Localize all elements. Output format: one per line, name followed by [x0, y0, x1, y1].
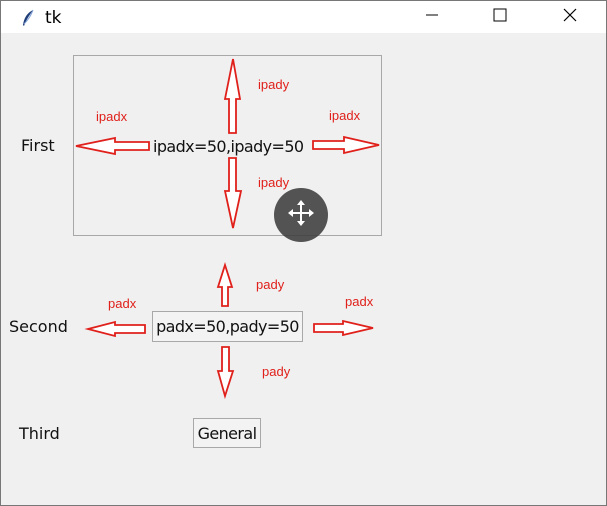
arrow-ipadx-left: [75, 136, 150, 156]
maximize-icon: [492, 7, 508, 27]
maximize-button[interactable]: [477, 1, 523, 33]
close-button[interactable]: [547, 1, 593, 33]
arrow-ipady-down: [223, 157, 243, 229]
arrow-pady-up: [216, 262, 234, 307]
arrow-ipady-up: [223, 58, 242, 134]
annotation-padx-right: padx: [345, 294, 374, 309]
general-button[interactable]: General: [193, 418, 261, 448]
minimize-icon: [424, 7, 440, 27]
move-icon: [286, 198, 316, 232]
feather-icon: [19, 8, 39, 28]
move-cursor: [274, 188, 328, 242]
pad-button[interactable]: padx=50,pady=50: [152, 311, 303, 342]
label-second: Second: [9, 317, 68, 336]
close-icon: [562, 7, 578, 27]
label-first: First: [21, 136, 55, 155]
annotation-ipady-bottom: ipady: [258, 175, 290, 190]
annotation-pady-top: pady: [256, 277, 285, 292]
arrow-padx-left: [84, 320, 146, 338]
label-third: Third: [19, 424, 60, 443]
arrow-pady-down: [216, 346, 235, 400]
annotation-ipadx-right: ipadx: [329, 108, 361, 123]
window-title: tk: [45, 8, 62, 28]
ipad-button-label: ipadx=50,ipady=50: [153, 137, 304, 156]
title-bar[interactable]: tk: [1, 1, 606, 33]
arrow-ipadx-right: [312, 135, 380, 155]
annotation-pady-bottom: pady: [262, 364, 291, 379]
minimize-button[interactable]: [409, 1, 455, 33]
arrow-padx-right: [313, 319, 374, 337]
annotation-padx-left: padx: [108, 296, 137, 311]
annotation-ipady-top: ipady: [258, 77, 290, 92]
annotation-ipadx-left: ipadx: [96, 109, 128, 124]
